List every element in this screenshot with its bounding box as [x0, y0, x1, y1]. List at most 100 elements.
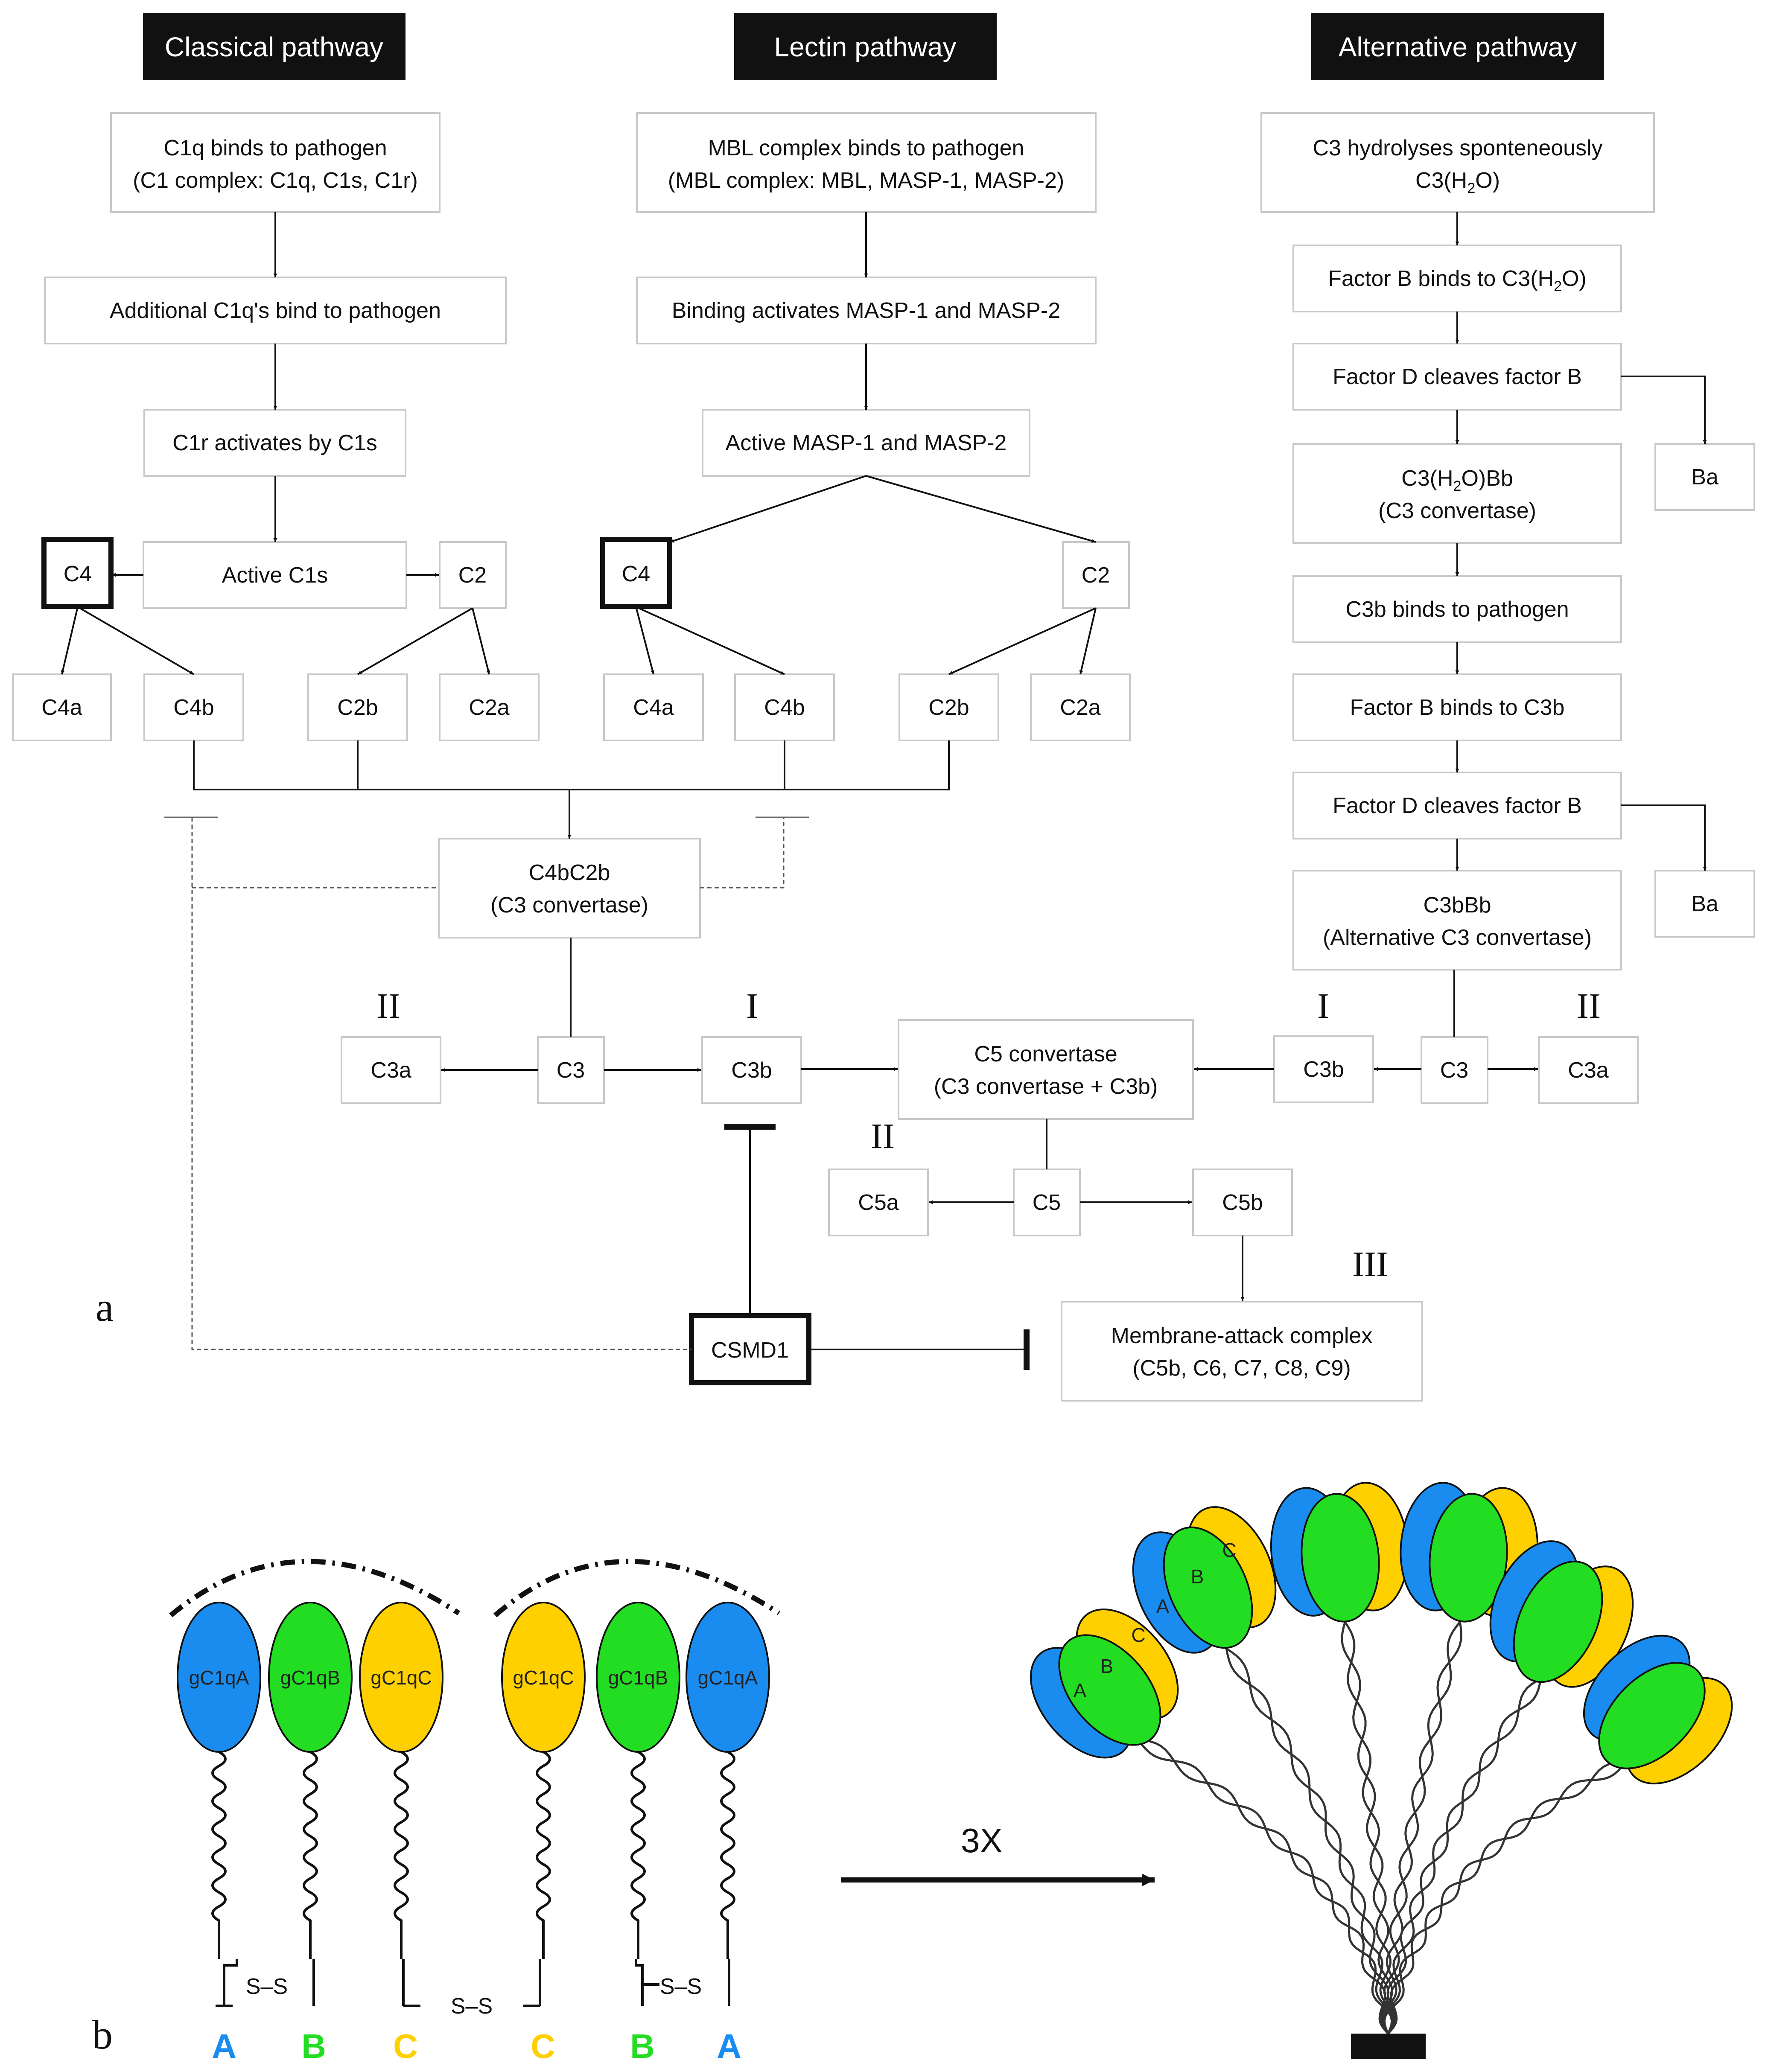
collagen-tail-5 [630, 1751, 646, 1959]
roman-c3b-left: I [746, 986, 758, 1026]
roman-c3a-right: II [1577, 986, 1601, 1026]
alternative-boxes [1260, 112, 1755, 970]
chain-letter-6: A [717, 2027, 741, 2065]
alt-factor-d-cleaves-1: Factor D cleaves factor B [1333, 364, 1582, 389]
bouquet-stalk-strand [1381, 1590, 1465, 2034]
lectin-binding-activates: Binding activates MASP-1 and MASP-2 [672, 298, 1060, 323]
bouquet-trimer-head [1583, 1635, 1733, 1785]
lectin-c4b: C4b [764, 695, 805, 720]
c3a-left: C3a [371, 1058, 411, 1083]
header-lectin-text: Lectin pathway [774, 32, 957, 62]
head-gc1qa-left [177, 1602, 261, 1753]
lectin-c2a: C2a [1060, 695, 1100, 720]
classical-c4b: C4b [173, 695, 214, 720]
c5: C5 [1033, 1190, 1061, 1215]
lectin-c4: C4 [622, 562, 650, 586]
classical-c2b: C2b [337, 695, 378, 720]
bouquet-letter-b-1: B [1100, 1655, 1114, 1677]
collagen-tail-6 [720, 1751, 735, 1959]
classical-active-c1s: Active C1s [222, 563, 328, 588]
bouquet-letter-c-1: C [1131, 1624, 1145, 1646]
alt-c3h2obb-line1: C3(H2O)Bb [1401, 466, 1513, 494]
alt-hydrolyses-line1: C3 hydrolyses sponteneously [1313, 136, 1602, 160]
classical-c1q-binds-line1: C1q binds to pathogen [163, 136, 387, 160]
lectin-mbl-binds-line1: MBL complex binds to pathogen [708, 136, 1024, 160]
c1q-bouquet: A B C A B C [1030, 1482, 1733, 2059]
bouquet-letter-c-2: C [1222, 1539, 1236, 1561]
head-gc1qb-left [268, 1602, 353, 1753]
arrow-label-3x: 3X [961, 1821, 1003, 1859]
bouquet-stalk-strand [1341, 1591, 1395, 2034]
c3-right: C3 [1440, 1058, 1468, 1083]
alt-factor-d-cleaves-2: Factor D cleaves factor B [1333, 793, 1582, 818]
classical-c2: C2 [458, 563, 487, 588]
c3-left: C3 [557, 1058, 585, 1083]
bouquet-stalk-strand [1107, 1727, 1389, 2034]
lobe-label-left-1: gC1qA [189, 1667, 249, 1689]
panel-label-a: a [96, 1284, 114, 1330]
bouquet-lobe [1301, 1493, 1380, 1623]
alt-c3h2obb-line2: (C3 convertase) [1378, 498, 1536, 523]
disulfide-bond-2: S–S [451, 1994, 493, 2019]
panel-b-c1q-structure: S–S S–S S–S gC1qA gC1qB gC1qC gC1qC gC1q… [169, 1482, 1733, 2065]
alt-c3b-binds: C3b binds to pathogen [1345, 597, 1569, 622]
bouquet-letter-b-2: B [1191, 1565, 1204, 1588]
alt-c3bbb-line2: (Alternative C3 convertase) [1323, 925, 1592, 950]
bouquet-trimer-head [1489, 1540, 1634, 1688]
c3a-right: C3a [1568, 1058, 1608, 1083]
header-classical-text: Classical pathway [165, 32, 383, 62]
bouquet-lobe [1429, 1493, 1508, 1623]
bouquet-lobe [1163, 1526, 1253, 1649]
classical-c4: C4 [64, 562, 92, 586]
bouquet-heads [1030, 1482, 1733, 1785]
bouquet-lobe [1598, 1662, 1706, 1769]
collagen-tail-2 [303, 1751, 318, 1959]
header-lectin: Lectin pathway [734, 13, 997, 80]
classical-c4a: C4a [41, 695, 82, 720]
panel-label-b: b [92, 2012, 113, 2057]
lobe-label-right-1: gC1qC [513, 1667, 574, 1689]
roman-c3a-left: II [376, 986, 400, 1026]
bouquet-base [1351, 2034, 1426, 2059]
bouquet-trimer-head [1400, 1482, 1539, 1623]
collagen-tail-1 [211, 1751, 227, 1959]
c4bc2b-line2: (C3 convertase) [490, 893, 648, 918]
csmd1: CSMD1 [711, 1338, 789, 1363]
c5a: C5a [858, 1190, 899, 1215]
lower-boxes [341, 838, 1639, 1402]
lectin-boxes [603, 112, 1131, 741]
bouquet-lobe [1513, 1560, 1603, 1683]
dashed-inhibition-lines [191, 817, 785, 1350]
inhibition-bars [724, 1124, 1030, 1370]
classical-c1r-activates: C1r activates by C1s [172, 431, 377, 455]
bouquet-lobe [1058, 1634, 1161, 1746]
lobe-label-left-2: gC1qB [280, 1667, 341, 1689]
bouquet-stalk-strand [1382, 1652, 1555, 2034]
chain-letter-2: B [301, 2027, 326, 2065]
lobe-label-right-3: gC1qA [698, 1667, 758, 1689]
bouquet-stalks [1107, 1590, 1654, 2034]
roman-c5a: II [871, 1116, 895, 1156]
bouquet-stalk-strand [1203, 1624, 1390, 2034]
alt-ba-1: Ba [1691, 465, 1718, 490]
alt-factor-b-binds-c3b: Factor B binds to C3b [1350, 695, 1565, 720]
bouquet-trimer-head [1132, 1506, 1277, 1654]
classical-boxes [12, 112, 540, 741]
bouquet-stalk-strand [1211, 1618, 1394, 2034]
bouquet-letter-a-1: A [1074, 1679, 1087, 1702]
header-classical: Classical pathway [143, 13, 406, 80]
collagen-tail-3 [394, 1751, 409, 1959]
bouquet-stalk-strand [1383, 1593, 1474, 2034]
trimer-arc-right [493, 1559, 781, 1617]
head-gc1qc-right [501, 1602, 586, 1753]
lectin-active-masp: Active MASP-1 and MASP-2 [726, 431, 1007, 455]
c3b-left: C3b [731, 1058, 772, 1083]
lectin-c2b: C2b [928, 695, 969, 720]
connectors [61, 212, 1707, 1350]
roman-mac: III [1352, 1244, 1388, 1284]
bouquet-stalk-strand [1112, 1719, 1393, 2034]
lobe-label-left-3: gC1qC [371, 1667, 432, 1689]
c3b-right: C3b [1303, 1057, 1344, 1082]
